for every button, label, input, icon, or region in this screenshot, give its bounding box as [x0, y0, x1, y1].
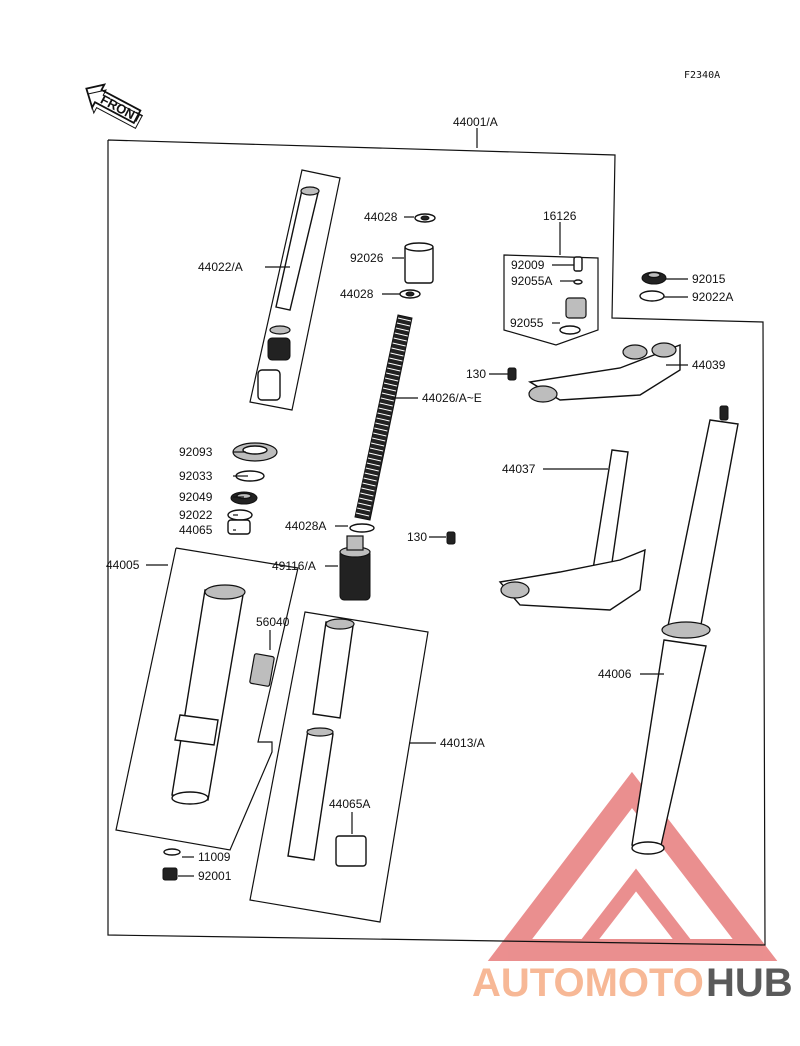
label-44026: 44026/A~E [422, 391, 482, 405]
label-92022a: 92022A [692, 290, 733, 304]
spring-coil [391, 347, 405, 352]
spring-coil [379, 402, 393, 407]
label-92055: 92055 [510, 316, 544, 330]
seal-stack [227, 442, 278, 535]
spring-coil [365, 467, 379, 472]
label-44028a: 44028A [285, 519, 326, 533]
spring-coil [366, 462, 380, 467]
spring-coil [360, 492, 374, 497]
spring-coil [355, 512, 370, 517]
figure-code: F2340A [684, 70, 720, 81]
label-44013: 44013/A [440, 736, 485, 750]
label-56040: 56040 [256, 615, 290, 629]
spring-coil [388, 362, 402, 367]
watermark-part2: HUB [706, 961, 793, 1005]
spring-coil [357, 507, 371, 512]
spring-coil [374, 427, 388, 432]
spring-coil [383, 382, 398, 387]
top-bridge [507, 342, 681, 403]
fork-spring [354, 314, 413, 521]
watermark-part1: AUTOMOTO [472, 961, 704, 1005]
spring-coil [381, 392, 395, 397]
spring-coil [364, 472, 378, 477]
spring-coil [362, 482, 376, 487]
spring-coil [377, 412, 391, 417]
bottom-bolts [162, 848, 181, 881]
label-92033: 92033 [179, 469, 213, 483]
label-130-top: 130 [466, 367, 486, 381]
label-44005: 44005 [106, 558, 140, 572]
fork-leg-right [631, 405, 739, 855]
spring-coil [390, 352, 404, 357]
damper-rod [257, 186, 320, 401]
label-44037: 44037 [502, 462, 536, 476]
spring-coil [372, 437, 386, 442]
label-16126: 16126 [543, 209, 577, 223]
spring-coil [363, 477, 377, 482]
spring-coil [375, 422, 389, 427]
spring-coil [369, 447, 384, 452]
outer-tube-left [171, 584, 246, 805]
spring-coil [376, 417, 390, 422]
label-92049: 92049 [179, 490, 213, 504]
label-92015: 92015 [692, 272, 726, 286]
label-44006: 44006 [598, 667, 632, 681]
label-92001: 92001 [198, 869, 232, 883]
part-56040-shape [249, 653, 275, 687]
watermark-text: AUTOMOTO HUB [472, 961, 793, 1005]
label-92055a: 92055A [511, 274, 552, 288]
label-49116: 49116/A [272, 559, 316, 573]
spring-coil [389, 357, 403, 362]
leader-lines [146, 216, 688, 877]
damper-valve [339, 523, 375, 601]
front-arrow-icon: FRONT [85, 83, 145, 129]
spring-coil [393, 337, 407, 342]
part-labels: 44001/A 44028 92026 44028 44022/A 16126 … [106, 115, 733, 883]
spring-coil [359, 497, 373, 502]
spring-coil [392, 342, 406, 347]
spring-coil [387, 367, 401, 372]
label-92022: 92022 [179, 508, 213, 522]
label-130-mid: 130 [407, 530, 427, 544]
watermark-logo [487, 771, 778, 961]
spacer-parts [399, 213, 436, 299]
steering-stem [446, 449, 646, 611]
spring-coil [396, 322, 411, 327]
nut-washer [639, 271, 667, 302]
label-44001: 44001/A [453, 115, 498, 129]
spring-coil [386, 372, 400, 377]
label-44022: 44022/A [198, 260, 243, 274]
inner-tube [287, 618, 367, 867]
label-11009: 11009 [198, 850, 231, 864]
spring-coil [367, 457, 382, 462]
spring-coil [371, 442, 385, 447]
spring-coil [373, 432, 387, 437]
spring-coil [378, 407, 392, 412]
spring-coil [384, 377, 399, 382]
spring-coil [382, 387, 397, 392]
label-92009: 92009 [511, 258, 545, 272]
label-92093: 92093 [179, 445, 213, 459]
label-44028-mid: 44028 [340, 287, 374, 301]
spring-coil [394, 332, 408, 337]
label-92026: 92026 [350, 251, 384, 265]
spring-coil [397, 317, 412, 322]
spring-coil [380, 397, 394, 402]
label-44065a: 44065A [329, 797, 370, 811]
spring-coil [395, 327, 409, 332]
spring-coil [368, 452, 383, 457]
label-44065: 44065 [179, 523, 213, 537]
spring-coil [358, 502, 372, 507]
assembly-outline [107, 128, 766, 946]
label-44039: 44039 [692, 358, 726, 372]
top-bolts [559, 256, 587, 335]
spring-coil [361, 487, 375, 492]
label-44028-top: 44028 [364, 210, 398, 224]
